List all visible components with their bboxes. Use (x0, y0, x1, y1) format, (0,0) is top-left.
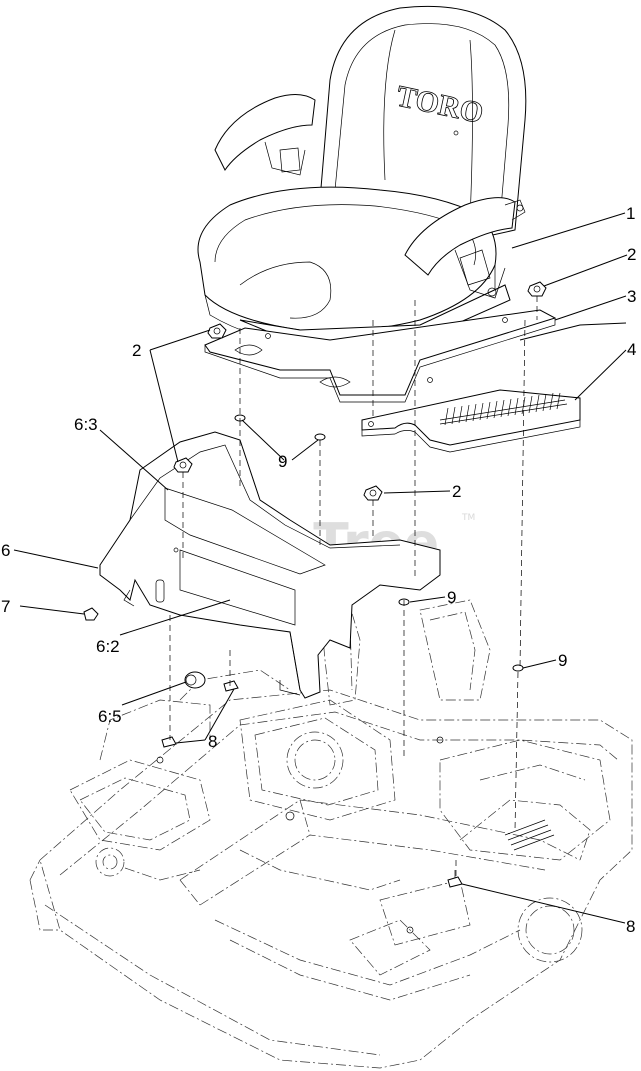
callout-8-left: 8 (208, 732, 217, 751)
callout-6-3: 6:3 (74, 415, 98, 434)
bumper-6-5 (184, 671, 206, 689)
nut-2a (527, 281, 547, 297)
watermark-trademark: TM (461, 513, 475, 523)
callout-1: 1 (626, 204, 635, 223)
hardware (83, 281, 547, 888)
callout-9-top: 9 (278, 452, 287, 471)
callout-2-right: 2 (627, 245, 636, 264)
callout-2-left: 2 (132, 341, 141, 360)
callout-9-right: 9 (558, 651, 567, 670)
washer-9d (512, 664, 524, 672)
leader-lines (13, 212, 628, 924)
decal-6-2 (179, 549, 296, 626)
callout-6: 6 (1, 541, 10, 560)
screw-8c (447, 870, 463, 888)
bolt-7 (83, 607, 99, 621)
callout-3: 3 (627, 287, 636, 306)
callout-8-right: 8 (626, 917, 635, 936)
nut-2d (363, 485, 383, 501)
washer-9b (314, 433, 326, 441)
callouts: 1 2 3 4 2 2 9 6:3 6 9 7 9 6:2 6:5 8 8 (1, 204, 636, 936)
rear-shield (361, 389, 581, 453)
mower-frame (29, 589, 633, 1069)
screw-8b (223, 680, 239, 692)
callout-6-5: 6:5 (98, 707, 122, 726)
seat: TORO (197, 5, 527, 356)
callout-4: 4 (627, 340, 636, 359)
nut-2b (207, 323, 227, 339)
callout-7: 7 (1, 597, 10, 616)
seat-plate (204, 309, 557, 403)
assembly-lines (169, 296, 538, 880)
callout-9-center: 9 (447, 588, 456, 607)
decal-6-3 (164, 487, 326, 575)
nut-2c (173, 457, 193, 473)
callout-6-2: 6:2 (96, 637, 120, 656)
screw-8a (161, 736, 177, 748)
callout-2-center: 2 (452, 482, 461, 501)
seat-support (99, 431, 441, 699)
